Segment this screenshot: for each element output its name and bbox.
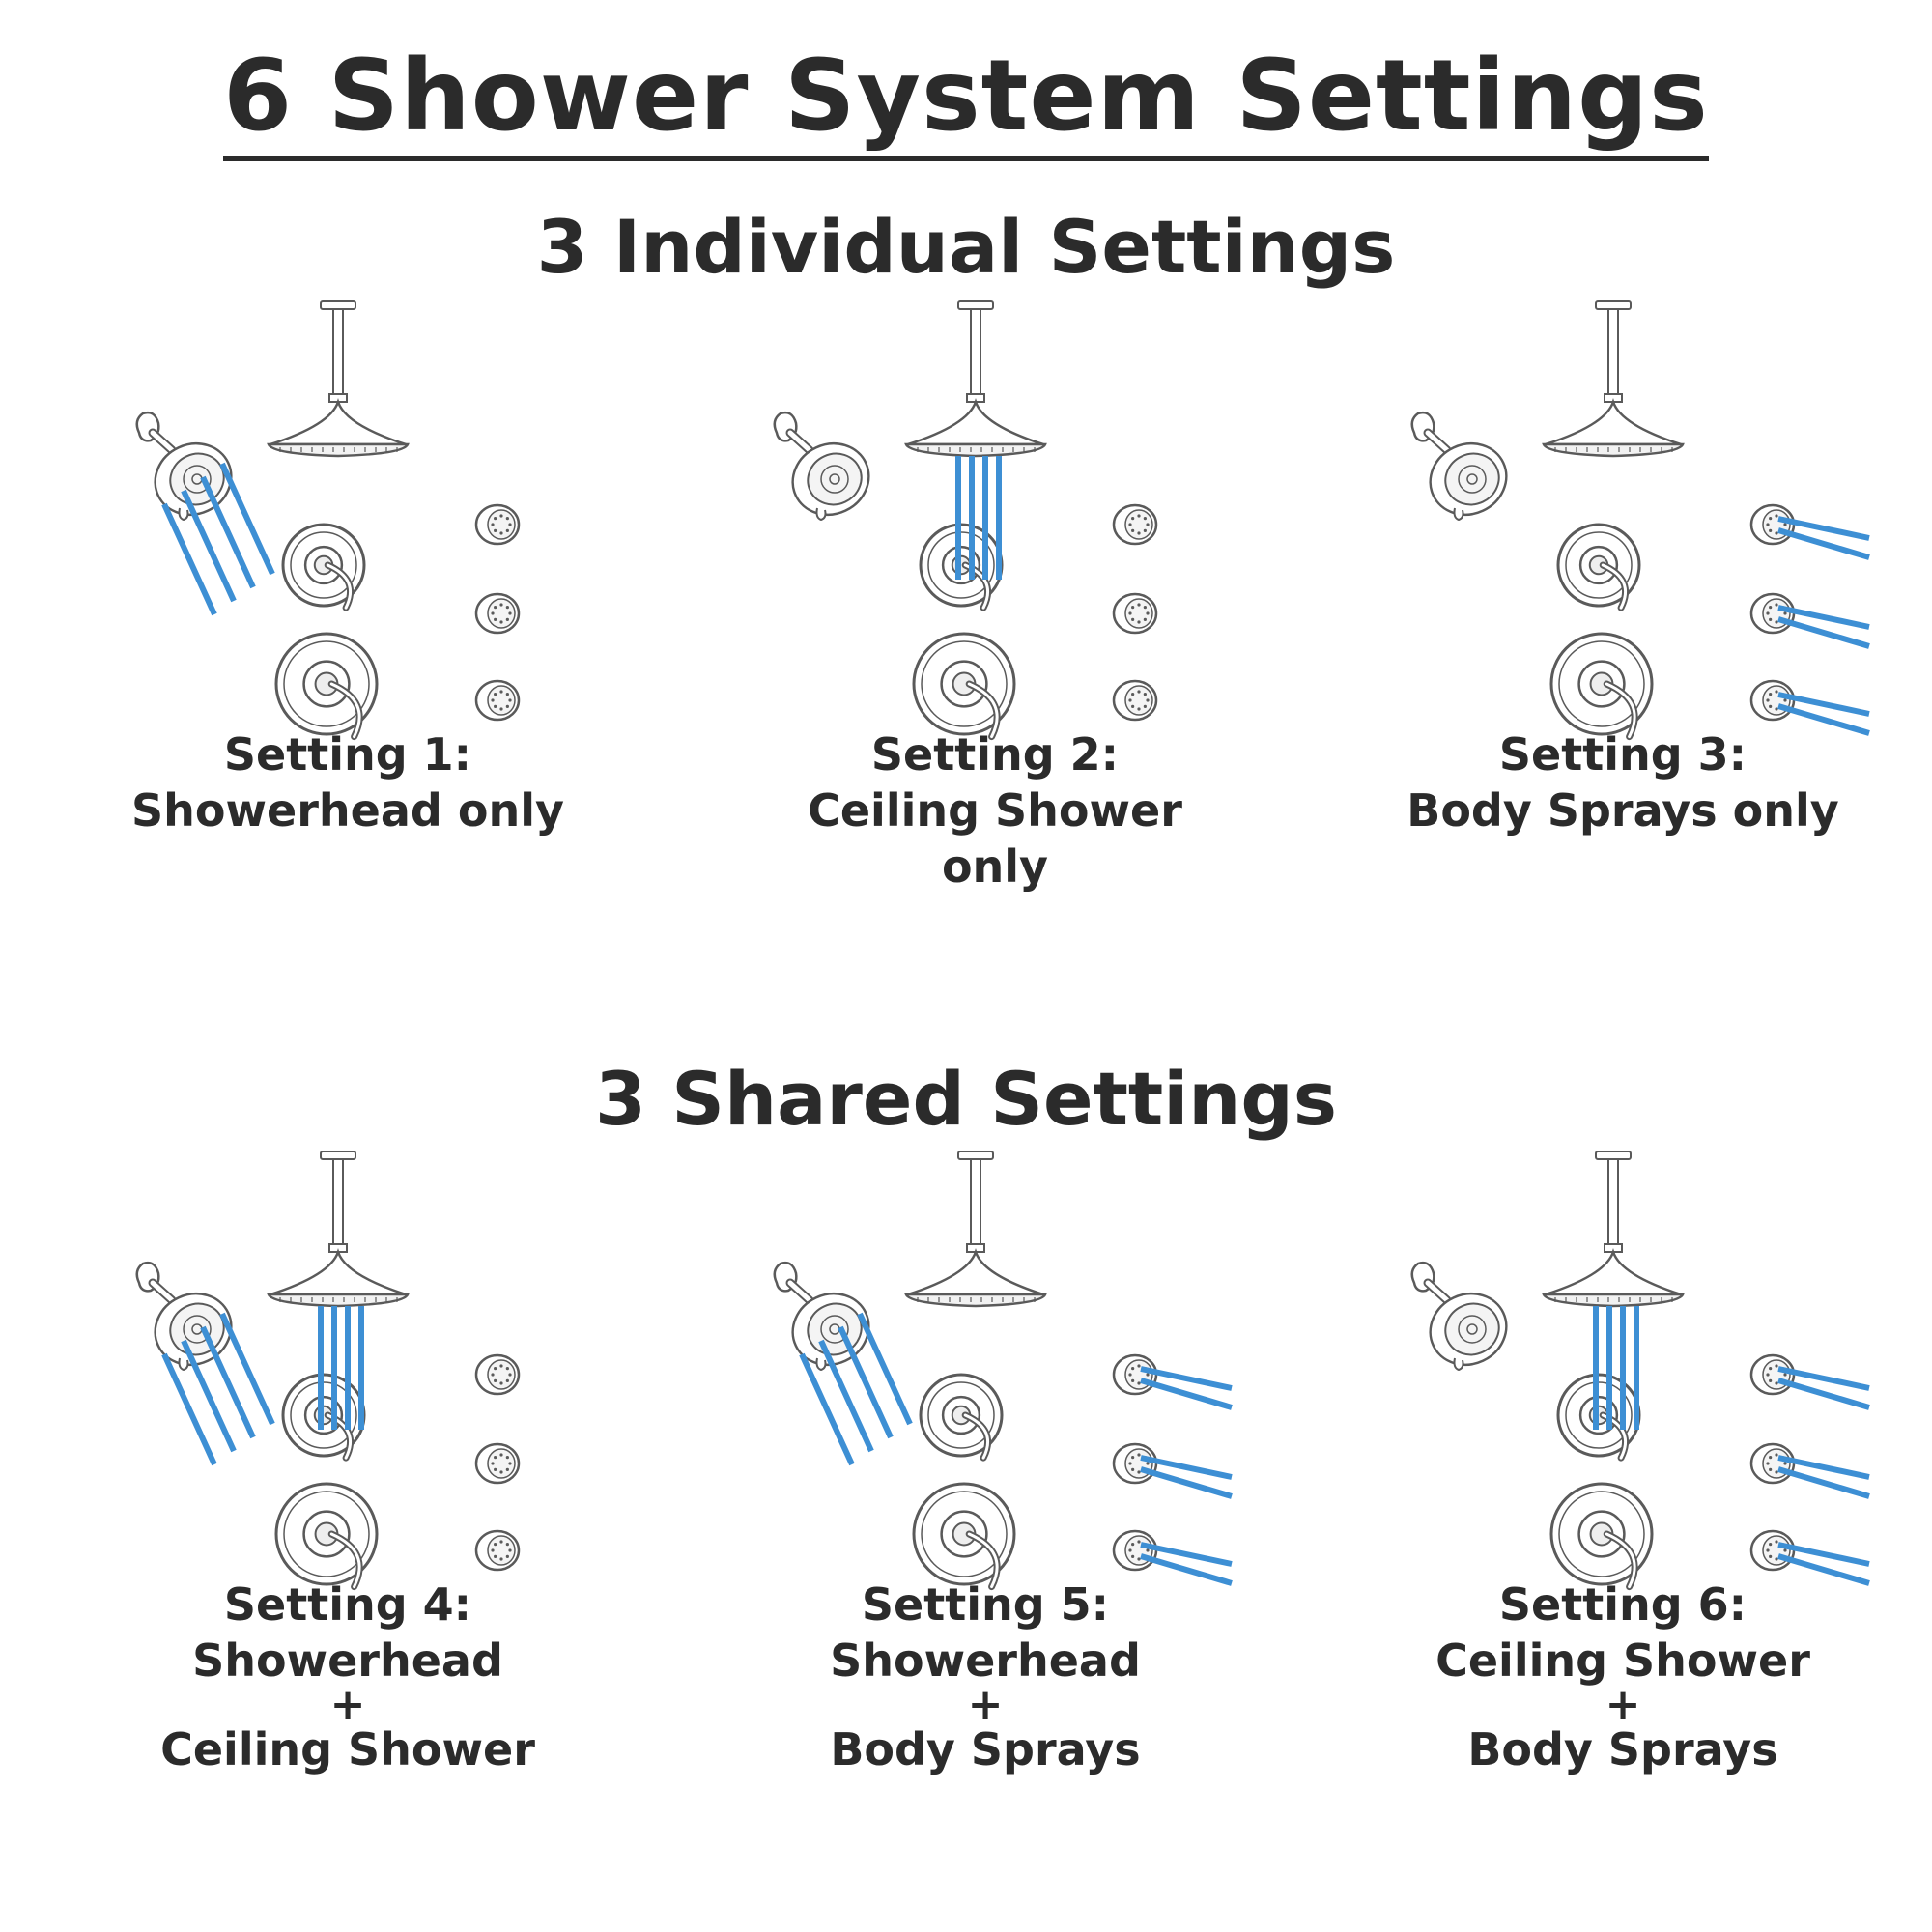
body-spray-icon bbox=[1112, 1442, 1158, 1485]
setting-3-caption: Setting 3: Body Sprays only bbox=[1401, 726, 1845, 838]
body-spray-icon bbox=[1749, 1353, 1796, 1396]
ceiling-shower-icon bbox=[1542, 300, 1685, 458]
setting-6-caption: Setting 6: Ceiling Shower + Body Sprays bbox=[1401, 1577, 1845, 1777]
setting-5-line1: Showerhead bbox=[830, 1634, 1141, 1687]
setting-2-caption: Setting 2: Ceiling Shower only bbox=[753, 726, 1236, 895]
mixing-valve-icon bbox=[274, 632, 379, 741]
body-spray-icon bbox=[1749, 1529, 1796, 1572]
diverter-valve-icon bbox=[281, 523, 366, 611]
setting-1-caption: Setting 1: Showerhead only bbox=[126, 726, 570, 838]
setting-5-diagram bbox=[773, 1151, 1233, 1591]
water-spray-ceiling bbox=[955, 456, 1002, 580]
mixing-valve-icon bbox=[912, 1482, 1016, 1591]
body-spray-icon bbox=[1749, 679, 1796, 722]
setting-5-line2: Body Sprays bbox=[830, 1723, 1141, 1776]
setting-4-line1: Showerhead bbox=[192, 1634, 503, 1687]
body-spray-icon bbox=[474, 1353, 521, 1396]
setting-4-plus: + bbox=[329, 1680, 366, 1729]
body-spray-icon bbox=[1749, 592, 1796, 635]
body-spray-icon bbox=[1112, 503, 1158, 546]
setting-6-line2: Body Sprays bbox=[1467, 1723, 1778, 1776]
setting-1-diagram bbox=[135, 300, 521, 741]
water-spray-ceiling bbox=[318, 1306, 364, 1430]
diverter-valve-icon bbox=[1556, 523, 1641, 611]
ceiling-shower-icon bbox=[1542, 1151, 1685, 1308]
water-spray-bodysprays bbox=[1777, 1366, 1870, 1586]
setting-5-caption: Setting 5: Showerhead + Body Sprays bbox=[763, 1577, 1208, 1777]
body-spray-icon bbox=[1112, 1353, 1158, 1396]
water-spray-bodysprays bbox=[1777, 516, 1870, 736]
setting-2-heading: Setting 2: bbox=[870, 728, 1120, 781]
setting-6-diagram bbox=[1410, 1151, 1870, 1591]
body-spray-icon bbox=[1112, 592, 1158, 635]
diverter-valve-icon bbox=[919, 1373, 1004, 1462]
setting-4-heading: Setting 4: bbox=[223, 1578, 472, 1631]
setting-1-line1: Showerhead only bbox=[131, 784, 564, 837]
ceiling-shower-icon bbox=[904, 1151, 1047, 1308]
setting-4-caption: Setting 4: Showerhead + Ceiling Shower bbox=[126, 1577, 570, 1777]
setting-5-plus: + bbox=[967, 1680, 1004, 1729]
mixing-valve-icon bbox=[1549, 632, 1654, 741]
setting-4-diagram bbox=[135, 1151, 521, 1591]
body-spray-icon bbox=[1749, 1442, 1796, 1485]
body-spray-icon bbox=[474, 503, 521, 546]
setting-2-diagram bbox=[773, 300, 1158, 741]
mixing-valve-icon bbox=[1549, 1482, 1654, 1591]
body-spray-icon bbox=[474, 679, 521, 722]
ceiling-shower-icon bbox=[267, 1151, 410, 1308]
section-title-individual: 3 Individual Settings bbox=[536, 204, 1396, 290]
body-spray-icon bbox=[474, 592, 521, 635]
setting-6-line1: Ceiling Shower bbox=[1435, 1634, 1810, 1687]
body-spray-icon bbox=[1749, 503, 1796, 546]
water-spray-showerhead bbox=[161, 1312, 275, 1466]
setting-6-plus: + bbox=[1605, 1680, 1641, 1729]
body-spray-icon bbox=[474, 1529, 521, 1572]
setting-1-heading: Setting 1: bbox=[223, 728, 472, 781]
showerhead-icon bbox=[1410, 411, 1508, 522]
water-spray-bodysprays bbox=[1140, 1366, 1233, 1586]
setting-6-heading: Setting 6: bbox=[1498, 1578, 1747, 1631]
setting-3-diagram bbox=[1410, 300, 1870, 741]
body-spray-icon bbox=[1112, 679, 1158, 722]
setting-3-heading: Setting 3: bbox=[1498, 728, 1747, 781]
water-spray-ceiling bbox=[1593, 1306, 1639, 1430]
setting-2-line1: Ceiling Shower only bbox=[808, 784, 1182, 893]
body-spray-icon bbox=[1112, 1529, 1158, 1572]
section-title-shared: 3 Shared Settings bbox=[594, 1056, 1338, 1142]
page-title: 6 Shower System Settings bbox=[0, 39, 1932, 161]
water-spray-showerhead bbox=[161, 462, 275, 616]
ceiling-shower-icon bbox=[904, 300, 1047, 458]
setting-5-heading: Setting 5: bbox=[861, 1578, 1110, 1631]
mixing-valve-icon bbox=[912, 632, 1016, 741]
mixing-valve-icon bbox=[274, 1482, 379, 1591]
body-spray-icon bbox=[474, 1442, 521, 1485]
setting-3-line1: Body Sprays only bbox=[1406, 784, 1839, 837]
ceiling-shower-icon bbox=[267, 300, 410, 458]
showerhead-icon bbox=[1410, 1261, 1508, 1372]
setting-4-line2: Ceiling Shower bbox=[160, 1723, 535, 1776]
showerhead-icon bbox=[773, 411, 870, 522]
water-spray-showerhead bbox=[799, 1312, 913, 1466]
